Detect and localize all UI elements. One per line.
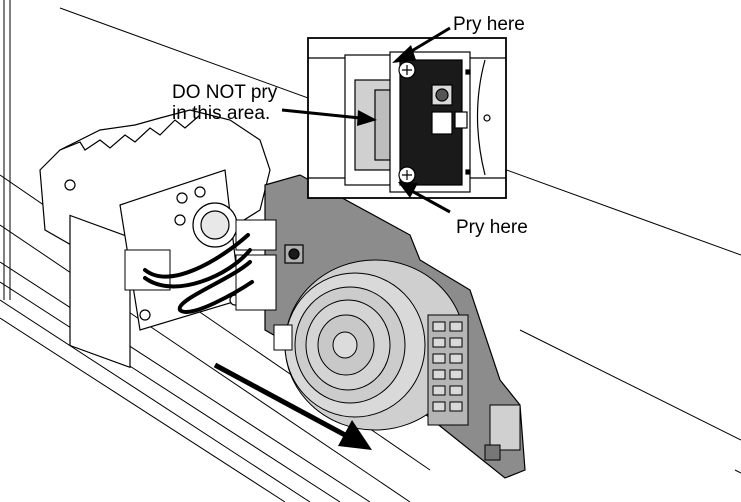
do-not-pry-label-line1: DO NOT pry (172, 82, 278, 103)
callout-arrows (281, 26, 451, 214)
terminal-block (427, 314, 521, 461)
inset-detail (307, 37, 507, 199)
slide-direction-arrow (213, 362, 372, 450)
speaker (284, 259, 466, 431)
pry-here-top-label: Pry here (453, 14, 525, 35)
motor-housing (39, 109, 271, 369)
do-not-pry-label-line2: in this area. (172, 103, 270, 124)
frame-left (3, 0, 11, 300)
pry-here-bottom-label: Pry here (456, 217, 528, 238)
cable (143, 233, 254, 314)
